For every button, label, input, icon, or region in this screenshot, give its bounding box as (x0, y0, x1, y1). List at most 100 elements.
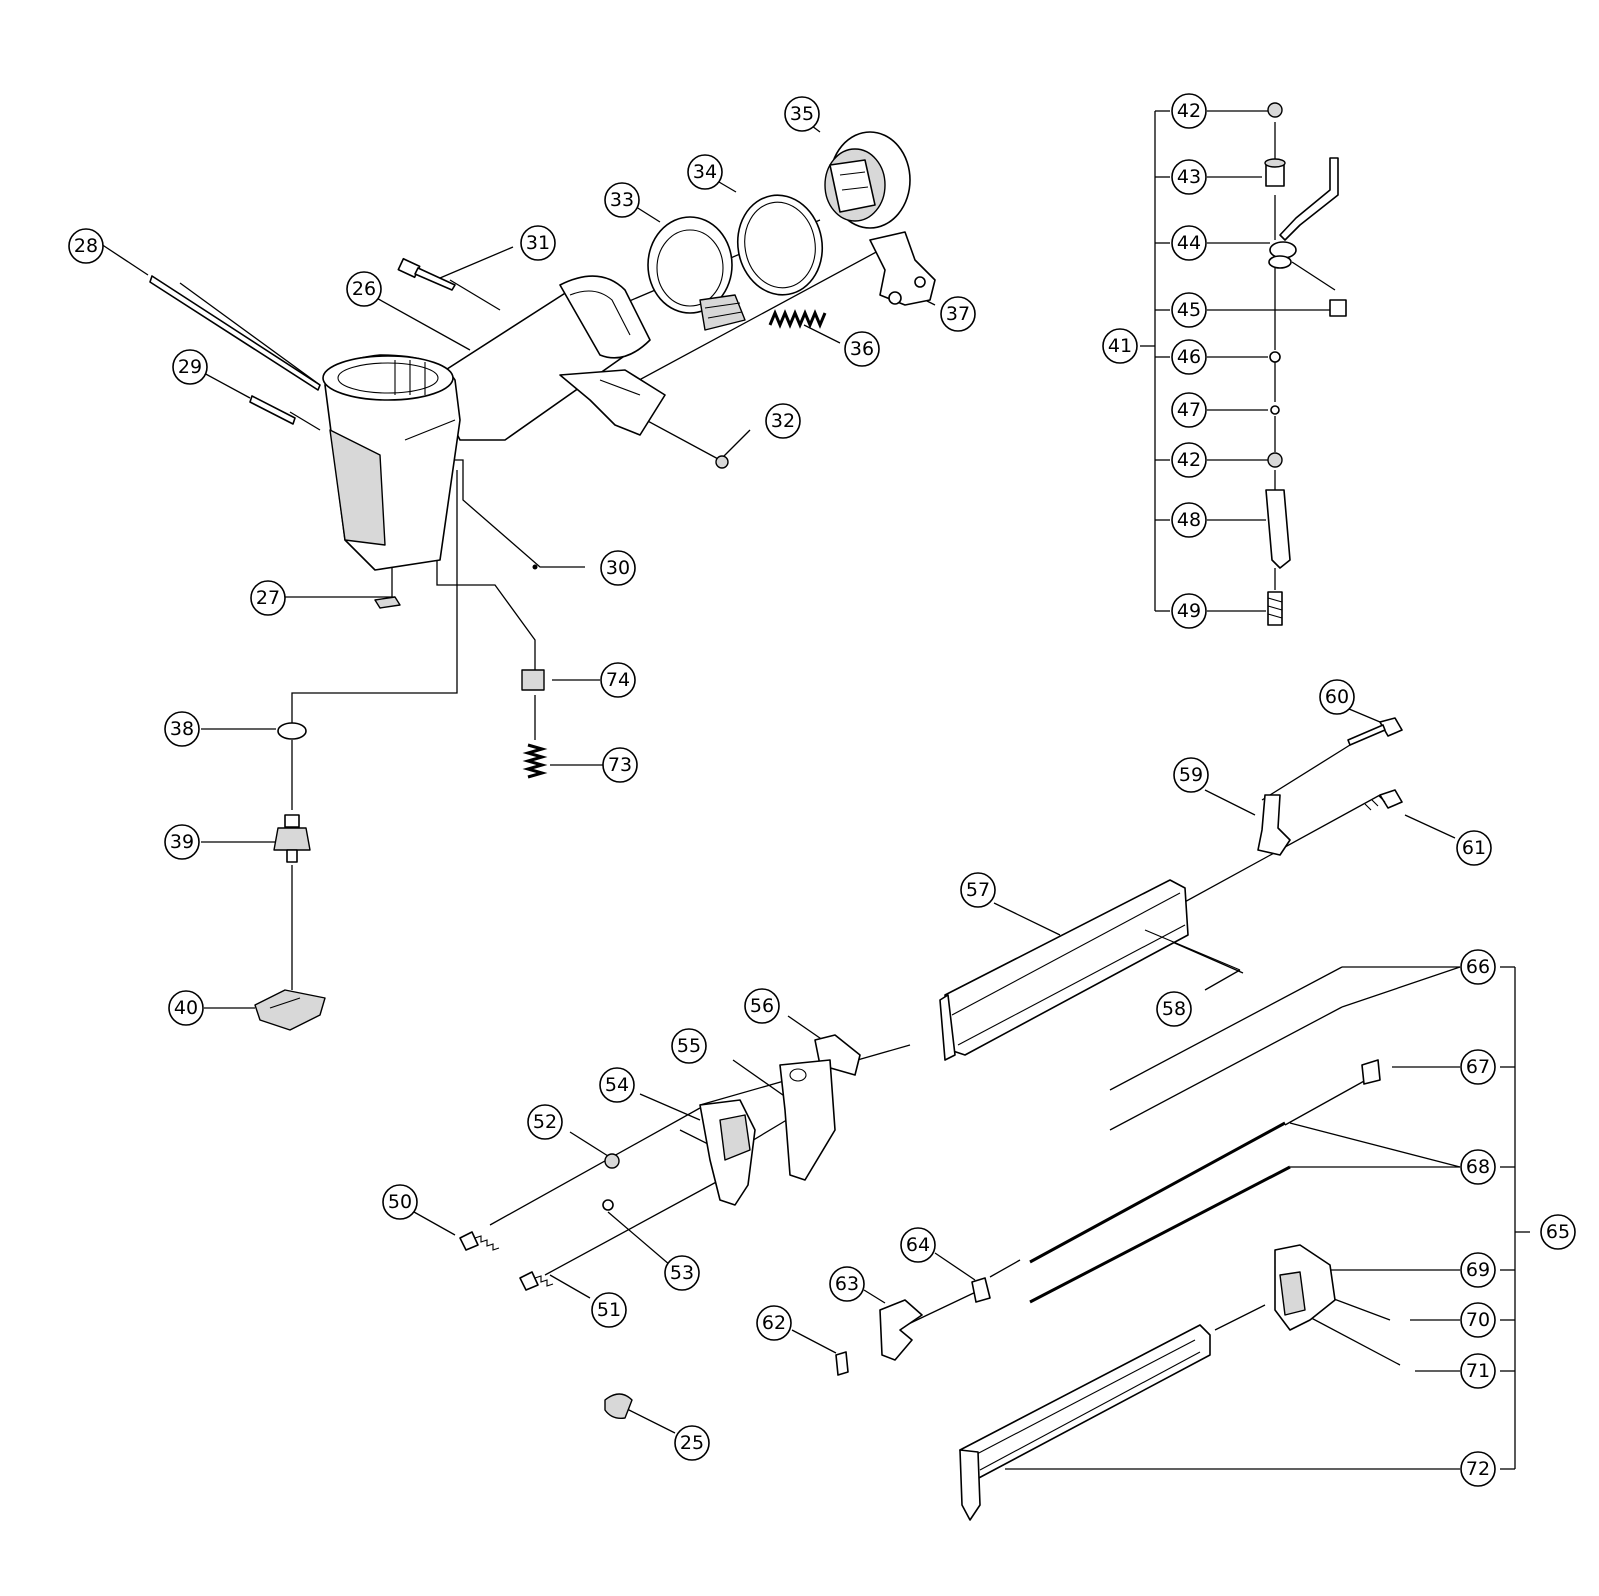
callout-label: 69 (1466, 1259, 1490, 1281)
callout-38: 38 (164, 711, 200, 747)
callout-48: 48 (1171, 502, 1207, 538)
callout-label: 52 (533, 1111, 557, 1133)
callout-39: 39 (164, 824, 200, 860)
bolt-31 (397, 257, 456, 291)
magazine-57 (939, 879, 1189, 1061)
callout-28: 28 (68, 228, 104, 264)
callout-label: 66 (1466, 956, 1490, 978)
callout-label: 37 (946, 303, 970, 325)
callouts: 25 26 27 28 29 30 31 32 33 34 35 36 37 3… (68, 93, 1576, 1487)
plate-27 (374, 596, 401, 609)
clip-64 (971, 1277, 991, 1303)
callout-label: 63 (835, 1273, 859, 1295)
callout-label: 67 (1466, 1056, 1490, 1078)
callout-52: 52 (527, 1104, 563, 1140)
callout-40: 40 (168, 990, 204, 1026)
spring-36 (768, 309, 827, 329)
nose-54 (699, 1099, 756, 1206)
callout-label: 56 (750, 995, 774, 1017)
callout-label: 73 (608, 754, 632, 776)
callout-70: 70 (1460, 1302, 1496, 1338)
screw-61 (1364, 789, 1403, 811)
callout-label: 45 (1177, 299, 1201, 321)
callout-60: 60 (1319, 679, 1355, 715)
o-ring-38 (277, 722, 307, 740)
valve-39 (273, 814, 311, 863)
callout-label: 71 (1466, 1360, 1490, 1382)
pusher-63 (879, 1299, 923, 1361)
pin-58 (1144, 929, 1241, 971)
callout-label: 40 (174, 997, 198, 1019)
callout-33: 33 (604, 182, 640, 218)
callout-label: 72 (1466, 1458, 1490, 1480)
callout-label: 49 (1177, 600, 1201, 622)
callout-label: 46 (1177, 346, 1201, 368)
callout-41: 41 (1102, 328, 1138, 364)
callout-63: 63 (829, 1266, 865, 1302)
callout-label: 65 (1546, 1221, 1570, 1243)
callout-label: 33 (610, 189, 634, 211)
callout-label: 27 (256, 587, 280, 609)
callout-label: 44 (1177, 232, 1201, 254)
callout-69: 69 (1460, 1252, 1496, 1288)
callout-45: 45 (1171, 292, 1207, 328)
callout-29: 29 (172, 349, 208, 385)
callout-73: 73 (602, 747, 638, 783)
callout-61: 61 (1456, 830, 1492, 866)
callout-label: 59 (1179, 764, 1203, 786)
callout-34: 34 (687, 154, 723, 190)
plate-55 (779, 1059, 836, 1181)
callout-label: 38 (170, 718, 194, 740)
callout-label: 32 (771, 410, 795, 432)
exhaust-40 (254, 989, 326, 1031)
callout-31: 31 (520, 225, 556, 261)
magazine-assembly-65 (959, 1059, 1381, 1521)
end-cap-35 (824, 131, 911, 229)
callout-30: 30 (600, 550, 636, 586)
callout-label: 48 (1177, 509, 1201, 531)
callout-36: 36 (844, 331, 880, 367)
callout-label: 61 (1462, 837, 1486, 859)
callout-label: 28 (74, 235, 98, 257)
callout-label: 34 (693, 161, 717, 183)
callout-label: 64 (906, 1234, 930, 1256)
o-ring-34 (736, 194, 824, 296)
callout-label: 54 (605, 1074, 629, 1096)
callout-label: 68 (1466, 1156, 1490, 1178)
callout-label: 53 (670, 1262, 694, 1284)
callout-label: 42 (1177, 100, 1201, 122)
cap-74 (521, 669, 545, 691)
callout-label: 39 (170, 831, 194, 853)
callout-35: 35 (784, 96, 820, 132)
bolt-51 (519, 1271, 554, 1291)
clamp-ring-33 (647, 216, 746, 331)
adjuster-assembly-41 (1264, 102, 1347, 626)
callout-59: 59 (1173, 757, 1209, 793)
callout-64: 64 (900, 1227, 936, 1263)
trigger-37 (869, 231, 936, 306)
callout-71: 71 (1460, 1353, 1496, 1389)
callout-label: 51 (597, 1299, 621, 1321)
callout-label: 58 (1162, 998, 1186, 1020)
callout-49: 49 (1171, 593, 1207, 629)
callout-68: 68 (1460, 1149, 1496, 1185)
callout-label: 43 (1177, 166, 1201, 188)
main-body-26 (322, 275, 666, 571)
callout-label: 31 (526, 232, 550, 254)
callout-44: 44 (1171, 225, 1207, 261)
spring-73 (522, 743, 548, 779)
latch-59 (1257, 794, 1291, 856)
callout-65: 65 (1540, 1214, 1576, 1250)
callout-label: 74 (606, 669, 630, 691)
callout-label: 41 (1108, 335, 1132, 357)
callout-74: 74 (600, 662, 636, 698)
callout-54: 54 (599, 1067, 635, 1103)
callout-label: 55 (677, 1035, 701, 1057)
callout-label: 25 (680, 1432, 704, 1454)
callout-42-bottom: 42 (1171, 442, 1207, 478)
pin-28 (149, 275, 321, 391)
callout-57: 57 (960, 872, 996, 908)
callout-label: 42 (1177, 449, 1201, 471)
callout-47: 47 (1171, 392, 1207, 428)
